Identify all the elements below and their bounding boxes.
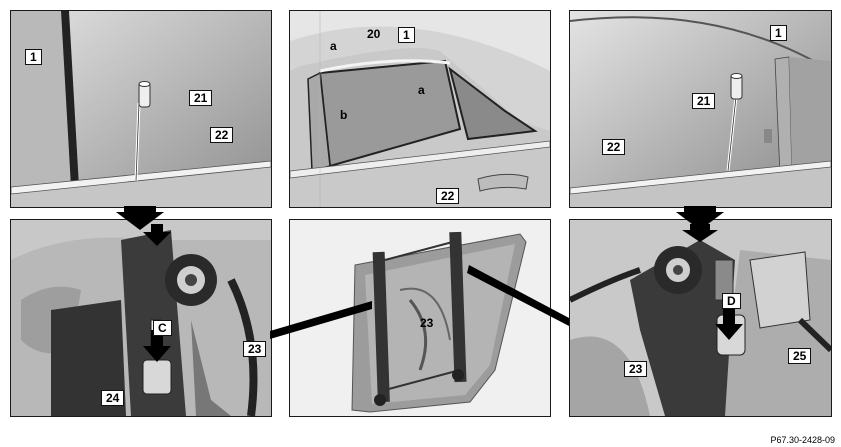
panel-regulator-detail-right: D 25 23 xyxy=(569,219,832,417)
label-dimension-a-left: a xyxy=(330,39,337,53)
label-dimension-a-right: a xyxy=(418,83,425,97)
label-seal: 20 xyxy=(367,27,381,41)
label-window-pane: 1 xyxy=(398,27,415,43)
panel-car-side-view: a 20 1 a b 22 xyxy=(289,10,551,208)
label-dimension-b: b xyxy=(340,108,348,122)
label-fastener: 25 xyxy=(788,348,812,364)
regulator-left-illustration xyxy=(11,220,271,416)
label-tool: 21 xyxy=(189,90,213,106)
car-side-illustration xyxy=(290,11,550,207)
label-cover: 24 xyxy=(101,390,125,406)
door-glass-right-illustration xyxy=(570,11,831,207)
label-release-clip: D xyxy=(722,293,741,309)
panel-regulator-overview: 23 xyxy=(289,219,551,417)
panel-door-glass-right: 1 21 22 xyxy=(569,10,832,208)
label-regulator: 23 xyxy=(243,341,267,357)
label-guide-rail: 22 xyxy=(210,127,234,143)
label-window-pane: 1 xyxy=(25,49,42,65)
door-glass-left-illustration xyxy=(11,11,271,207)
label-tool: 21 xyxy=(692,93,716,109)
panel-door-glass-left: 1 21 22 xyxy=(10,10,272,208)
regulator-right-illustration xyxy=(570,220,831,416)
label-release-clip: C xyxy=(153,320,172,336)
figure-reference: P67.30-2428-09 xyxy=(770,435,835,445)
label-regulator: 23 xyxy=(420,316,434,330)
label-regulator: 23 xyxy=(624,361,648,377)
label-guide-rail: 22 xyxy=(602,139,626,155)
label-guide-rail: 22 xyxy=(436,188,460,204)
label-window-pane: 1 xyxy=(770,25,787,41)
panel-regulator-detail-left: C 23 24 xyxy=(10,219,272,417)
